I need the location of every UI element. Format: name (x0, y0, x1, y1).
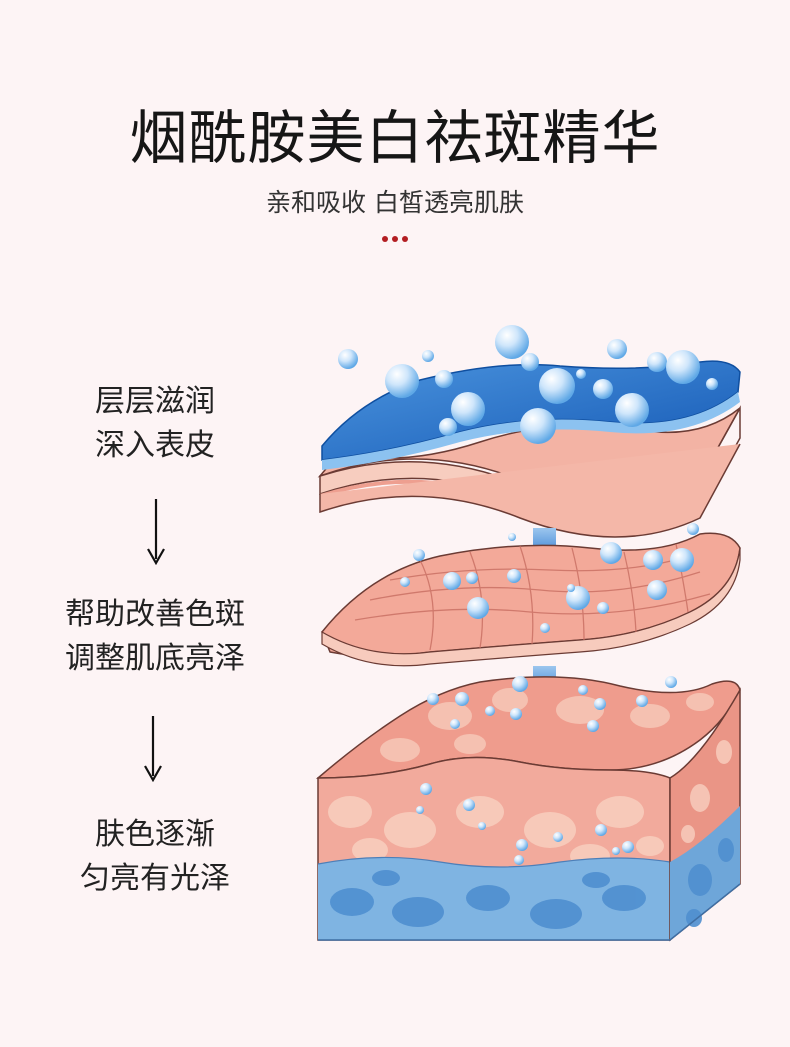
step-1-text: 层层滋润 深入表皮 (0, 380, 310, 468)
down-arrow-icon (147, 499, 165, 565)
dermis-layer (321, 532, 741, 667)
water-droplets-bottom (416, 676, 677, 865)
tissue-block (315, 676, 741, 942)
down-arrow-icon (144, 716, 162, 782)
step-2-text: 帮助改善色斑 调整肌底亮泽 (0, 593, 310, 681)
step-3-line-2: 匀亮有光泽 (80, 861, 230, 896)
page-subtitle: 亲和吸收 白皙透亮肌肤 (266, 188, 524, 217)
step-3-line-1: 肤色逐渐 (95, 817, 215, 852)
water-droplets-top (338, 325, 718, 444)
dot-icon (392, 236, 398, 242)
dot-icon (382, 236, 388, 242)
step-2-line-1: 帮助改善色斑 (65, 597, 245, 632)
decorative-dots (382, 236, 410, 244)
step-1-line-2: 深入表皮 (95, 428, 215, 463)
page-title: 烟酰胺美白祛斑精华 (129, 104, 661, 172)
step-1-line-1: 层层滋润 (95, 384, 215, 419)
water-droplets-middle (400, 523, 699, 633)
step-2-line-2: 调整肌底亮泽 (65, 641, 245, 676)
dot-icon (402, 236, 408, 242)
step-3-text: 肤色逐渐 匀亮有光泽 (0, 813, 310, 901)
